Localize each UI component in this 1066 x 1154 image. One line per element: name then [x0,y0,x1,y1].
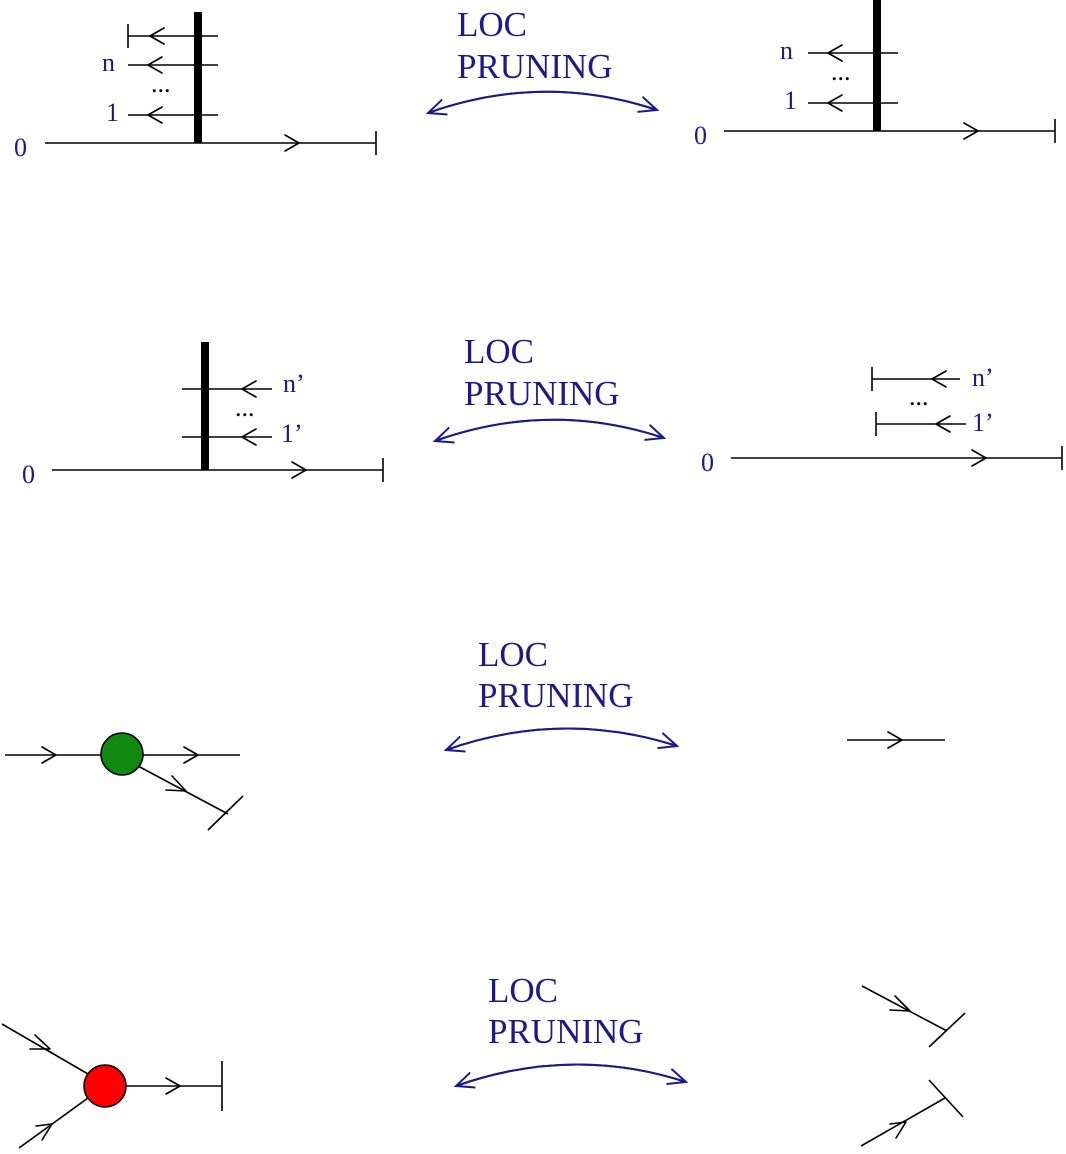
row-2-loc-pruning: LOC PRUNING [435,332,664,441]
branch-1-prime-arrow [935,415,951,433]
edge-bottom-arrow [889,1121,907,1139]
incoming-edge-bottom [18,1097,89,1149]
edge-top-arrow [889,995,911,1012]
edge-arrow [887,731,903,749]
branch-n-prime-arrow [241,380,257,398]
row-3-right-graph [847,731,945,749]
double-arrow-left [456,1063,687,1086]
branch-n-prime-arrow [931,370,947,388]
edge-bottom-end-tick [928,1079,964,1118]
pruning-text: PRUNING [457,47,613,86]
incoming-arrow-top [29,1034,51,1050]
branch-1-arrow [827,94,843,112]
pruning-text: PRUNING [464,374,620,413]
label-n: n [780,36,793,65]
outgoing-arrow [183,746,199,764]
label-0: 0 [14,133,27,162]
incoming-arrow [41,746,57,764]
label-1: 1 [784,86,797,115]
label-1-prime: 1’ [281,419,303,448]
red-vertex [83,1064,127,1108]
row-3-left-graph [5,732,244,831]
row-3: LOC PRUNING [5,635,945,831]
branch-1-arrow [147,106,163,124]
row-1-loc-pruning: LOC PRUNING [428,5,657,113]
loc-text: LOC [464,332,534,371]
row-1-left-graph: n ... 1 0 [14,12,377,162]
direction-arrow [291,461,307,479]
row-1: n ... 1 0 LOC PRUNING n ... 1 0 [14,0,1056,162]
label-n-prime: n’ [972,363,994,392]
label-dots: ... [151,69,171,98]
loc-text: LOC [488,971,558,1010]
branch-end-tick [207,795,244,831]
edge-top-end-tick [928,1012,966,1048]
branch-edge [137,765,229,815]
row-4-loc-pruning: LOC PRUNING [456,971,686,1086]
green-vertex [100,732,144,776]
label-dots: ... [235,393,255,422]
direction-arrow [284,134,300,152]
direction-arrow [971,449,987,467]
outgoing-arrow [165,1077,181,1095]
double-arrow-left [428,90,658,113]
incoming-arrow-bottom [35,1123,53,1141]
branch-top-arrow [149,27,165,45]
row-2: n’ ... 1’ 0 LOC PRUNING n’ ... 1’ [22,332,1063,489]
row-1-right-graph: n ... 1 0 [694,0,1056,150]
row-2-left-graph: n’ ... 1’ 0 [22,342,384,489]
pruning-text: PRUNING [488,1012,644,1051]
label-n-prime: n’ [283,369,305,398]
double-arrow-left [435,418,665,441]
branch-arrow [165,775,187,792]
label-dots: ... [909,382,929,411]
loc-text: LOC [457,5,527,44]
label-1: 1 [106,98,119,127]
edge-top [861,985,948,1032]
branch-1-prime-arrow [241,428,257,446]
label-dots: ... [831,57,851,86]
row-4-left-graph [1,1023,223,1149]
double-arrow-left [446,727,678,750]
label-n: n [102,48,115,77]
label-1-prime: 1’ [972,408,994,437]
branch-n-arrow [147,56,163,74]
label-0: 0 [694,121,707,150]
row-2-right-graph: n’ ... 1’ 0 [701,363,1063,477]
row-4-right-graph [860,985,966,1147]
row-4: LOC PRUNING [1,971,966,1149]
label-0: 0 [22,460,35,489]
pruning-text: PRUNING [478,676,634,715]
label-0: 0 [701,448,714,477]
direction-arrow [963,122,979,140]
branch-n-arrow [827,44,843,62]
loc-text: LOC [478,635,548,674]
row-3-loc-pruning: LOC PRUNING [446,635,677,750]
